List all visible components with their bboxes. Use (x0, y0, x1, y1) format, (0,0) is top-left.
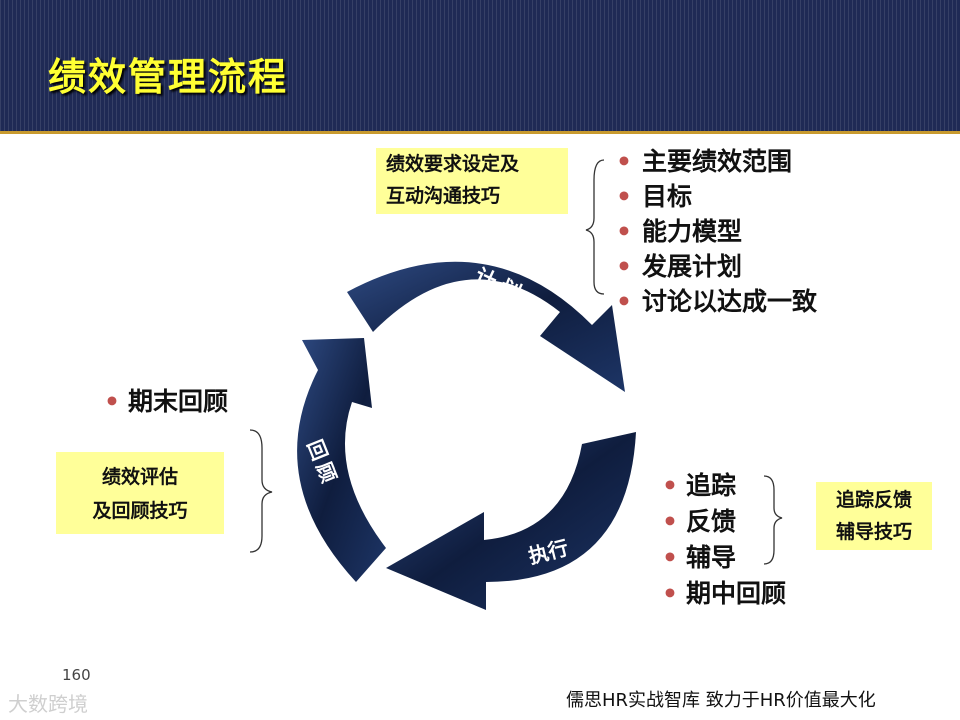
execute-note-box: 追踪反馈 辅导技巧 (816, 482, 932, 550)
execute-note-line2: 辅导技巧 (835, 521, 912, 543)
header-banner: 绩效管理流程 (0, 0, 960, 134)
bullet-dot: • (662, 579, 678, 608)
list-item: •辅导 (662, 540, 786, 576)
review-note-line1: 绩效评估 (101, 466, 178, 488)
list-item: •反馈 (662, 504, 786, 540)
bullet-dot: • (616, 252, 632, 281)
list-item: •主要绩效范围 (616, 144, 817, 179)
page-number: 160 (62, 666, 91, 684)
plan-note-line2: 互动沟通技巧 (386, 185, 501, 207)
execute-item-list: •追踪 •反馈 •辅导 •期中回顾 (662, 468, 786, 612)
plan-note-box: 绩效要求设定及 互动沟通技巧 (376, 148, 568, 214)
footer-text: 儒思HR实战智库 致力于HR价值最大化 (566, 690, 876, 711)
watermark-logo: 大数跨境 (8, 692, 88, 716)
list-item: •期末回顾 (104, 384, 228, 420)
page-title: 绩效管理流程 (48, 55, 289, 99)
review-note-box: 绩效评估 及回顾技巧 (56, 452, 224, 534)
plan-arrow (347, 261, 625, 392)
list-item: •期中回顾 (662, 576, 786, 612)
bullet-dot: • (616, 147, 632, 176)
list-item: •发展计划 (616, 249, 817, 284)
bullet-dot: • (662, 543, 678, 572)
list-item: •追踪 (662, 468, 786, 504)
list-item: •讨论以达成一致 (616, 284, 817, 319)
bullet-dot: • (662, 471, 678, 500)
plan-brace (585, 159, 605, 295)
execute-arrow (386, 432, 636, 610)
review-brace (249, 429, 273, 553)
bullet-dot: • (616, 287, 632, 316)
plan-item-list: •主要绩效范围 •目标 •能力模型 •发展计划 •讨论以达成一致 (616, 144, 817, 319)
list-item: •能力模型 (616, 214, 817, 249)
review-note-line2: 及回顾技巧 (92, 500, 188, 522)
bullet-dot: • (662, 507, 678, 536)
execute-note-line1: 追踪反馈 (835, 489, 912, 511)
execute-brace (763, 475, 783, 565)
bullet-dot: • (616, 182, 632, 211)
bullet-dot: • (104, 387, 120, 416)
bullet-dot: • (616, 217, 632, 246)
list-item: •目标 (616, 179, 817, 214)
plan-note-line1: 绩效要求设定及 (386, 153, 520, 175)
review-item-list: •期末回顾 (104, 384, 228, 420)
review-arrow (297, 338, 386, 582)
